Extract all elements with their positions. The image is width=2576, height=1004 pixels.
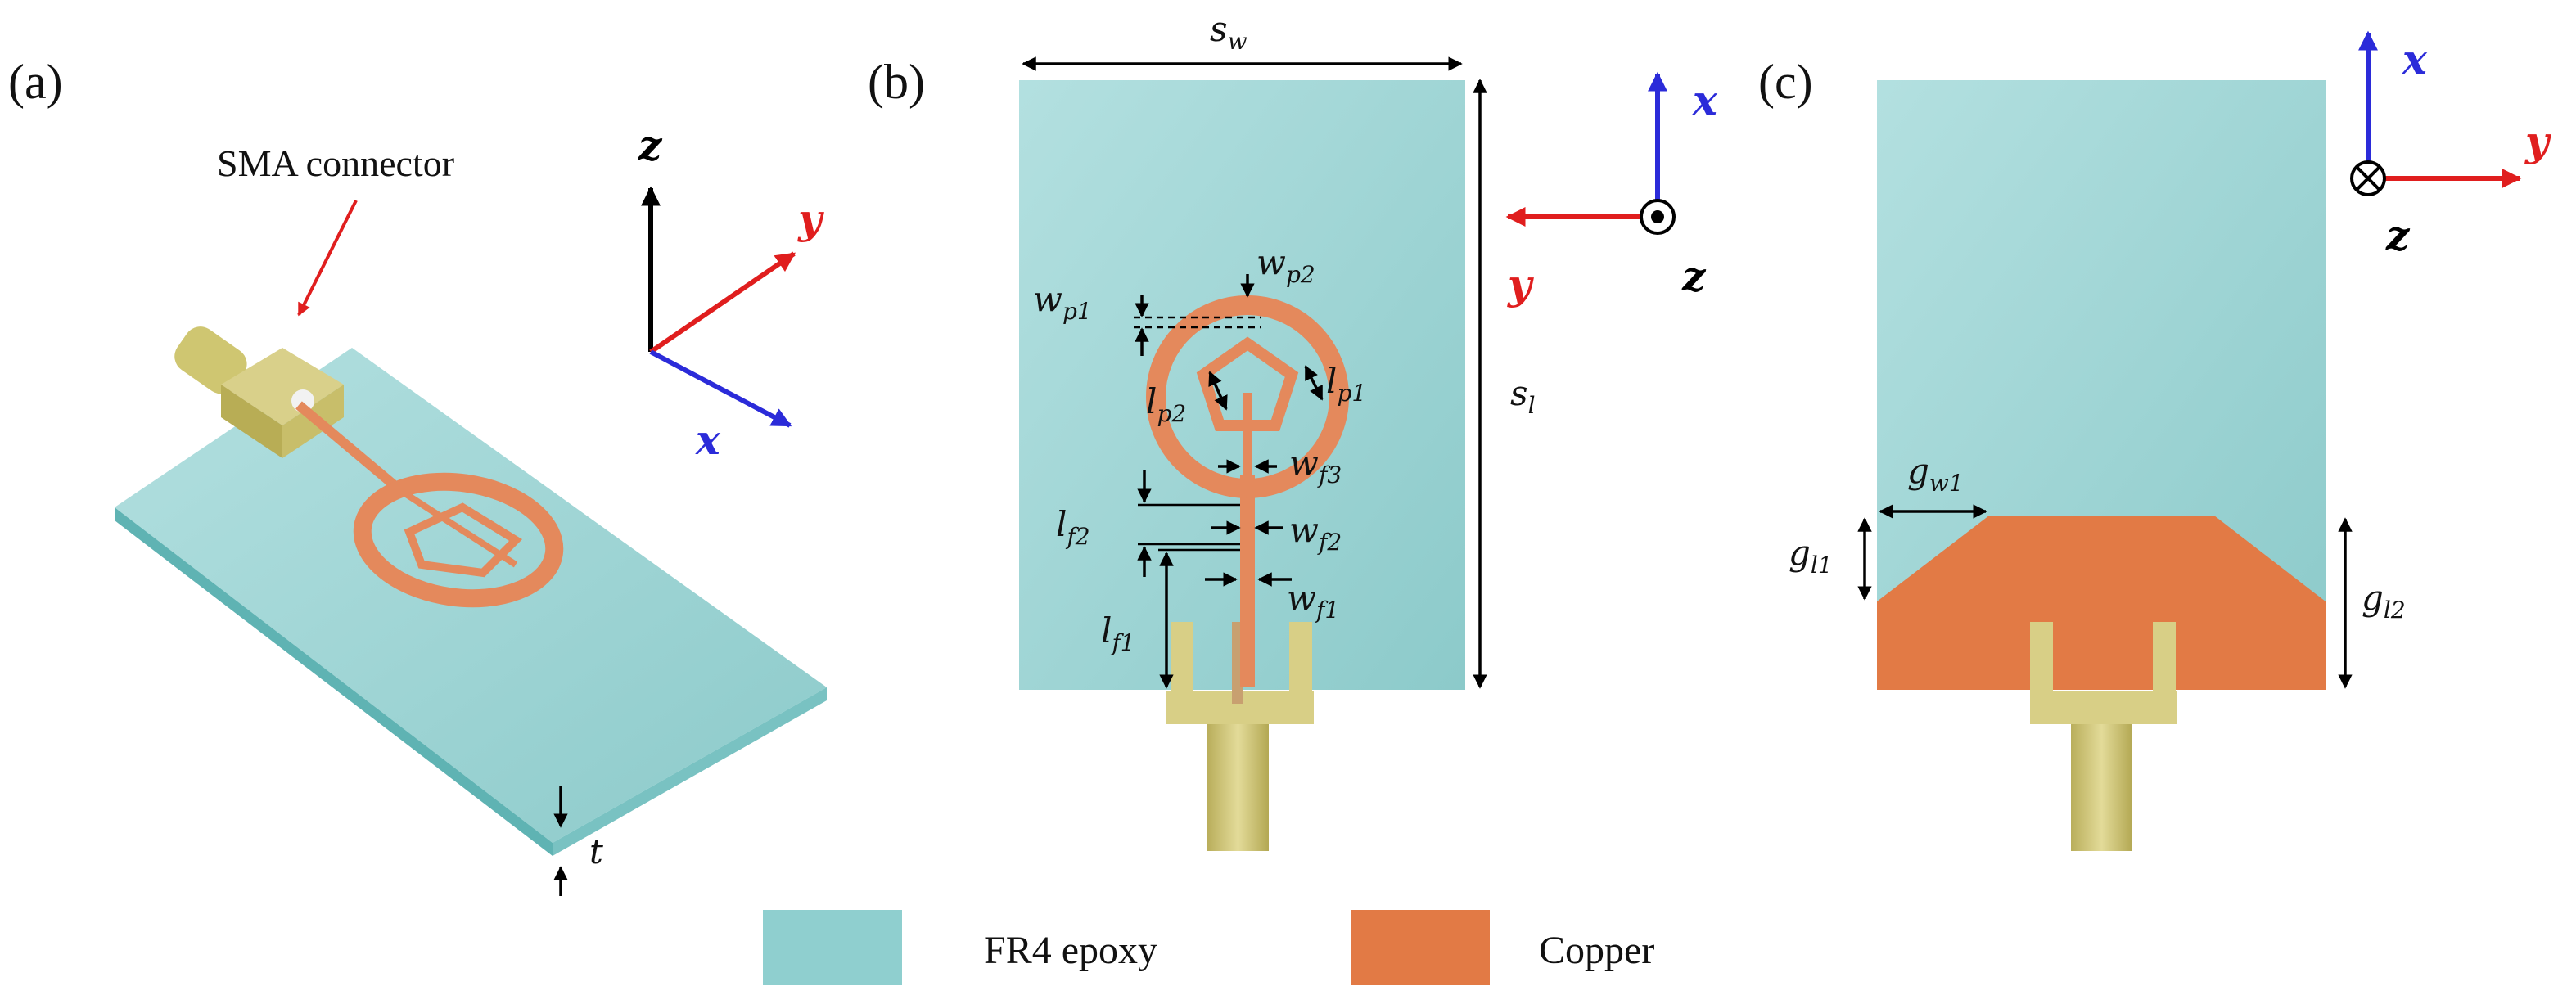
- y-axis-label-c: y: [2524, 117, 2551, 165]
- dim-wp2-label: wp2: [1256, 242, 1315, 288]
- legend: FR4 epoxy Copper: [763, 910, 1654, 985]
- x-axis-label-c: x: [2402, 35, 2428, 83]
- dimension-wp: wp1 wp2: [1033, 242, 1315, 356]
- panel-c: (c) gw1 gl1 gl2: [1758, 30, 2551, 851]
- sma-callout-label: SMA connector: [217, 142, 454, 184]
- y-axis-arrow: [649, 251, 796, 354]
- dim-t-label: t: [589, 831, 603, 871]
- dim-lf2-label: lf2: [1056, 504, 1090, 550]
- dim-gw1-label: gw1: [1907, 451, 1964, 497]
- panel-a-label: (a): [8, 55, 63, 109]
- dim-lp1-label: lp1: [1326, 361, 1366, 407]
- dim-sl-label: sl: [1510, 373, 1536, 419]
- dim-gl2-label: gl2: [2362, 578, 2406, 624]
- dim-wf2-label: wf2: [1289, 510, 1342, 556]
- dimension-gw1: gw1: [1879, 451, 1987, 519]
- legend-swatch-copper: [1351, 910, 1490, 985]
- dimension-sl: sl: [1473, 79, 1536, 689]
- sma-connector-3d: [174, 326, 344, 458]
- copper-patch-top: [1146, 295, 1349, 687]
- dimension-wf2: wf2: [1211, 510, 1342, 556]
- ground-plane: [1877, 516, 2326, 690]
- panel-b-label: (b): [868, 55, 925, 109]
- dim-gl1-label: gl1: [1789, 533, 1833, 579]
- dim-sw-label: sw: [1210, 9, 1247, 55]
- dimension-lf1: lf1: [1101, 548, 1240, 689]
- y-axis-label-b: y: [1507, 260, 1534, 308]
- z-axis-label: z: [638, 121, 663, 169]
- dimension-sw: sw: [1022, 9, 1463, 71]
- z-axis-label-b: z: [1681, 252, 1707, 300]
- sma-callout-arrow: [297, 200, 358, 317]
- dim-wp1-label: wp1: [1033, 279, 1092, 325]
- copper-patch-3d: [295, 401, 564, 608]
- dim-wf1-label: wf1: [1287, 578, 1339, 624]
- sma-connector-top: [1166, 622, 1314, 851]
- dim-lp2-label: lp2: [1146, 381, 1186, 427]
- legend-swatch-fr4: [763, 910, 902, 985]
- axes-b: x y z: [1505, 71, 1718, 308]
- panel-c-label: (c): [1758, 55, 1813, 109]
- dimension-lp: lp1 lp2: [1146, 361, 1366, 427]
- dimension-gl2: gl2: [2338, 517, 2406, 689]
- x-axis-label: x: [695, 416, 721, 464]
- y-axis-label: y: [797, 195, 824, 243]
- dimension-lf2: lf2: [1056, 470, 1240, 577]
- sma-connector-bottom: [2030, 622, 2177, 851]
- dim-lf1-label: lf1: [1101, 610, 1135, 656]
- x-axis-label-b: x: [1692, 76, 1718, 124]
- dimension-wf1: wf1: [1205, 572, 1339, 624]
- axes-c: x y z: [2350, 30, 2551, 259]
- panel-a: (a) SMA connector t: [8, 55, 827, 896]
- z-axis-label-c: z: [2385, 211, 2411, 259]
- legend-label-copper: Copper: [1539, 929, 1654, 972]
- dimension-gl1: gl1: [1789, 517, 1872, 601]
- panel-b: (b) sw sl: [868, 9, 1718, 851]
- axes-3d: z y x: [638, 121, 824, 464]
- legend-label-fr4: FR4 epoxy: [984, 929, 1157, 972]
- dimension-wf3: wf3: [1218, 443, 1342, 488]
- x-axis-arrow: [649, 349, 792, 428]
- dimension-t: t: [553, 786, 603, 896]
- dim-wf3-label: wf3: [1289, 443, 1342, 488]
